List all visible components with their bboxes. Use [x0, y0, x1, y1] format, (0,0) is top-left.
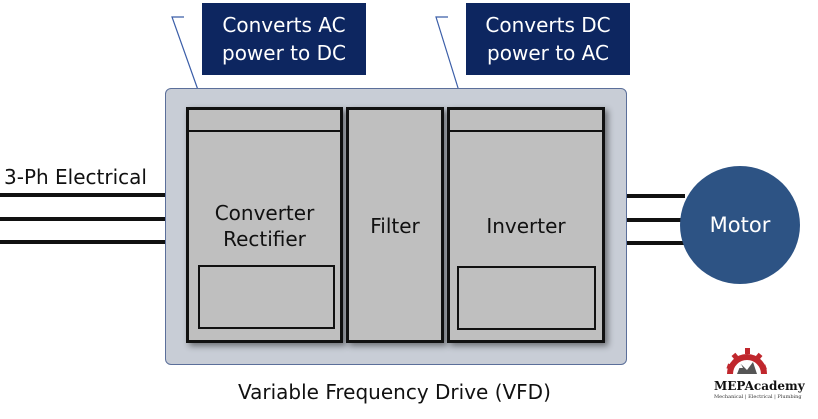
callout-dc-line2: power to AC	[487, 41, 609, 65]
inverter-top-band	[450, 110, 602, 132]
motor-label: Motor	[709, 213, 771, 237]
input-wire-3	[0, 240, 188, 244]
vfd-caption: Variable Frequency Drive (VFD)	[238, 380, 551, 404]
pointer-left	[171, 16, 206, 106]
output-wire-3	[605, 241, 685, 245]
pointer-right	[435, 16, 466, 106]
output-wire-2	[605, 218, 685, 222]
output-wire-1	[605, 194, 685, 198]
converter-label-line2: Rectifier	[223, 227, 306, 251]
callout-dc-line1: Converts DC	[485, 13, 611, 37]
logo-name: MEPAcademy	[714, 379, 805, 393]
callout-dc-to-ac: Converts DC power to AC	[466, 3, 630, 75]
callout-ac-line2: power to DC	[222, 41, 346, 65]
inverter-label: Inverter	[486, 214, 566, 238]
inverter-module: Inverter	[447, 107, 605, 343]
converter-inner-box	[198, 265, 335, 329]
logo-tagline: Mechanical | Electrical | Plumbing	[714, 394, 802, 400]
converter-label: Converter Rectifier	[189, 200, 340, 252]
callout-ac-line1: Converts AC	[222, 13, 346, 37]
input-wire-2	[0, 217, 188, 221]
converter-label-line1: Converter	[214, 201, 315, 225]
gear-logo-icon	[726, 348, 767, 375]
input-label: 3-Ph Electrical	[4, 165, 147, 189]
motor-circle: Motor	[680, 166, 800, 284]
input-wire-1	[0, 193, 188, 197]
converter-rectifier-module: Converter Rectifier	[186, 107, 343, 343]
filter-label: Filter	[370, 214, 420, 238]
callout-ac-to-dc: Converts AC power to DC	[202, 3, 366, 75]
filter-module: Filter	[346, 107, 444, 343]
inverter-inner-box	[457, 266, 596, 330]
converter-top-band	[189, 110, 340, 132]
mep-academy-logo: MEPAcademy Mechanical | Electrical | Plu…	[700, 344, 815, 404]
